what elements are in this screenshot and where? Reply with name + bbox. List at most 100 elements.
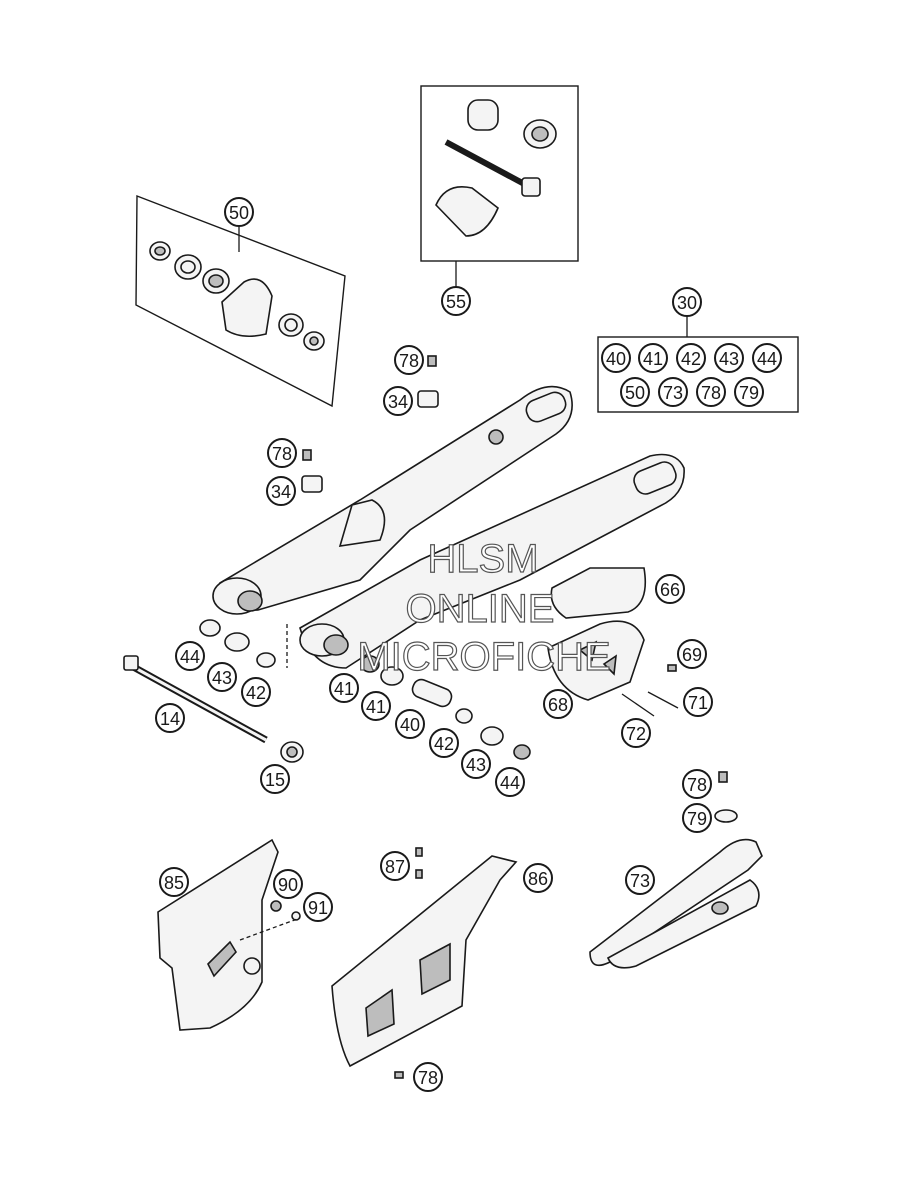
callout-label: 72 (626, 724, 646, 744)
callout-78: 78 (682, 769, 712, 799)
callout-label: 78 (687, 775, 707, 795)
callout-circle (696, 377, 726, 407)
callout-50: 50 (620, 377, 650, 407)
callout-group: 50 55 30 40 41 42 43 44 50 73 78 79 78 34 78 34 66 69 68 71… (155, 197, 782, 1092)
callout-label: 40 (400, 715, 420, 735)
callout-78: 78 (267, 438, 297, 468)
callout-circle (523, 863, 553, 893)
callout-label: 44 (500, 773, 520, 793)
callout-label: 50 (625, 383, 645, 403)
callout-circle (175, 641, 205, 671)
callout-circle (159, 867, 189, 897)
callout-label: 14 (160, 709, 180, 729)
callout-71: 71 (683, 687, 713, 717)
callout-55: 55 (441, 286, 471, 316)
callout-78: 78 (413, 1062, 443, 1092)
callout-circle (394, 345, 424, 375)
callout-label: 71 (688, 693, 708, 713)
callout-label: 78 (272, 444, 292, 464)
callout-circle (395, 709, 425, 739)
callout-circle (207, 662, 237, 692)
callout-label: 43 (466, 755, 486, 775)
callout-circle (621, 718, 651, 748)
callout-circle (682, 769, 712, 799)
callout-circle (495, 767, 525, 797)
callout-circle (543, 689, 573, 719)
callout-circle (655, 574, 685, 604)
callout-14: 14 (155, 703, 185, 733)
callout-label: 50 (229, 203, 249, 223)
callout-41: 41 (638, 343, 668, 373)
watermark-line-1: HLSM (427, 537, 538, 581)
callout-label: 42 (681, 349, 701, 369)
callout-circle (734, 377, 764, 407)
callout-circle (361, 691, 391, 721)
callout-34: 34 (266, 476, 296, 506)
callout-circle (329, 673, 359, 703)
callout-circle (461, 749, 491, 779)
callout-label: 30 (677, 293, 697, 313)
callout-circle (155, 703, 185, 733)
callout-label: 15 (265, 770, 285, 790)
callout-42: 42 (429, 728, 459, 758)
callout-label: 41 (366, 697, 386, 717)
callout-label: 66 (660, 580, 680, 600)
swingarm (212, 385, 685, 669)
callout-42: 42 (676, 343, 706, 373)
callout-85: 85 (159, 867, 189, 897)
watermark: HLSM ONLINE MICROFICHE (357, 536, 612, 679)
callout-90: 90 (273, 869, 303, 899)
callout-label: 42 (246, 683, 266, 703)
callout-circle (638, 343, 668, 373)
callout-label: 55 (446, 292, 466, 312)
callout-circle (380, 851, 410, 881)
callout-86: 86 (523, 863, 553, 893)
callout-label: 73 (663, 383, 683, 403)
callout-label: 91 (308, 898, 328, 918)
callout-circle (266, 476, 296, 506)
callout-label: 41 (334, 679, 354, 699)
callout-circle (273, 869, 303, 899)
callout-circle (267, 438, 297, 468)
callout-label: 78 (701, 383, 721, 403)
callout-42: 42 (241, 677, 271, 707)
callout-label: 78 (418, 1068, 438, 1088)
callout-circle (714, 343, 744, 373)
callout-69: 69 (677, 639, 707, 669)
callout-73: 73 (658, 377, 688, 407)
callout-73: 73 (625, 865, 655, 895)
callout-circle (413, 1062, 443, 1092)
callout-circle (752, 343, 782, 373)
callout-41: 41 (329, 673, 359, 703)
callout-43: 43 (714, 343, 744, 373)
callout-label: 41 (643, 349, 663, 369)
small-hardware (270, 355, 738, 1079)
callout-label: 44 (757, 349, 777, 369)
callout-circle (241, 677, 271, 707)
callout-79: 79 (682, 803, 712, 833)
callout-91: 91 (303, 892, 333, 922)
callout-circle (620, 377, 650, 407)
bearings (199, 619, 531, 760)
callout-label: 90 (278, 875, 298, 895)
callout-label: 43 (212, 668, 232, 688)
watermark-line-2: ONLINE (406, 587, 555, 631)
callout-87: 87 (380, 851, 410, 881)
callout-41: 41 (361, 691, 391, 721)
callout-34: 34 (383, 386, 413, 416)
callout-label: 68 (548, 695, 568, 715)
callout-40: 40 (601, 343, 631, 373)
callout-30: 30 (672, 287, 702, 317)
callout-43: 43 (461, 749, 491, 779)
watermark-line-3: MICROFICHE (357, 635, 610, 679)
callout-label: 87 (385, 857, 405, 877)
callout-label: 86 (528, 869, 548, 889)
callout-44: 44 (495, 767, 525, 797)
callout-72: 72 (621, 718, 651, 748)
callout-label: 40 (606, 349, 626, 369)
callout-label: 85 (164, 873, 184, 893)
callout-circle (676, 343, 706, 373)
kit-55-panel (420, 85, 579, 287)
